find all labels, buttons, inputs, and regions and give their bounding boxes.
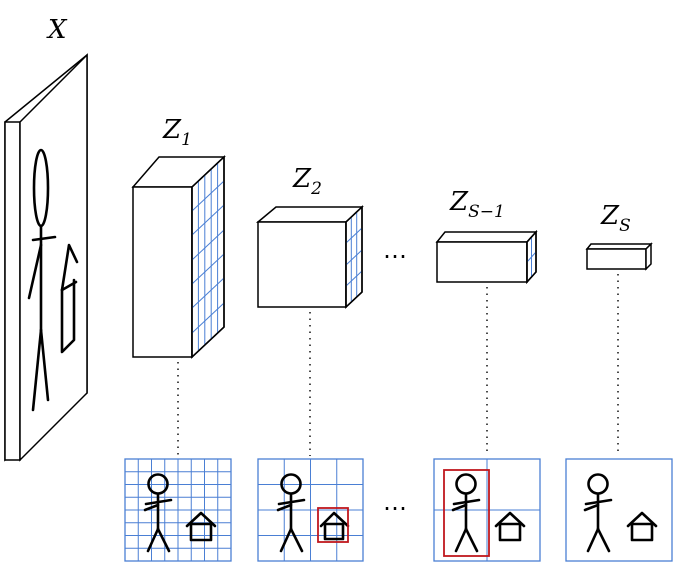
panel-zs-person: [583, 473, 613, 553]
block-zs-1-grid: [526, 237, 537, 277]
ellipsis-blocks: ⋯: [383, 242, 407, 270]
panel-zs-1-person: [451, 473, 481, 553]
panel-zs-1-grid-lines: [434, 459, 540, 561]
grid-panel-zs-1: [433, 458, 541, 562]
input-label: X: [46, 15, 68, 45]
ellipsis-panels: ⋯: [383, 494, 407, 522]
panel-z2-house: [319, 511, 350, 541]
input-person-figure: [27, 148, 57, 412]
panel-zs-1-house: [494, 511, 526, 542]
block-z1-label: Z1: [162, 115, 192, 150]
block-z2-label: Z2: [292, 164, 322, 199]
block-z1-grid: [191, 163, 225, 351]
input-image-slab: [4, 53, 88, 462]
panel-z2-person: [276, 473, 306, 553]
panel-zs-1-selection-box: [443, 469, 490, 557]
input-house-figure: [60, 243, 79, 354]
feature-block-zs-1: [435, 230, 538, 284]
panel-z1-person: [143, 473, 173, 553]
block-zs-1-label: ZS−1: [449, 187, 505, 222]
block-zs-label: ZS: [600, 201, 631, 236]
feature-block-z1: [131, 155, 226, 359]
panel-zs-house: [626, 511, 658, 542]
grid-panel-zs: [565, 458, 673, 562]
feature-block-z2: [255, 205, 364, 309]
grid-panel-z1: [124, 458, 232, 562]
grid-panel-z2: [257, 458, 364, 562]
panel-z1-house: [185, 511, 217, 542]
feature-block-zs: [585, 242, 653, 271]
block-z2-grid: [345, 212, 363, 302]
panel-z2-grid-lines: [258, 459, 363, 561]
dotted-connectors: [177, 274, 619, 456]
panel-z2-selection-box: [317, 507, 349, 543]
